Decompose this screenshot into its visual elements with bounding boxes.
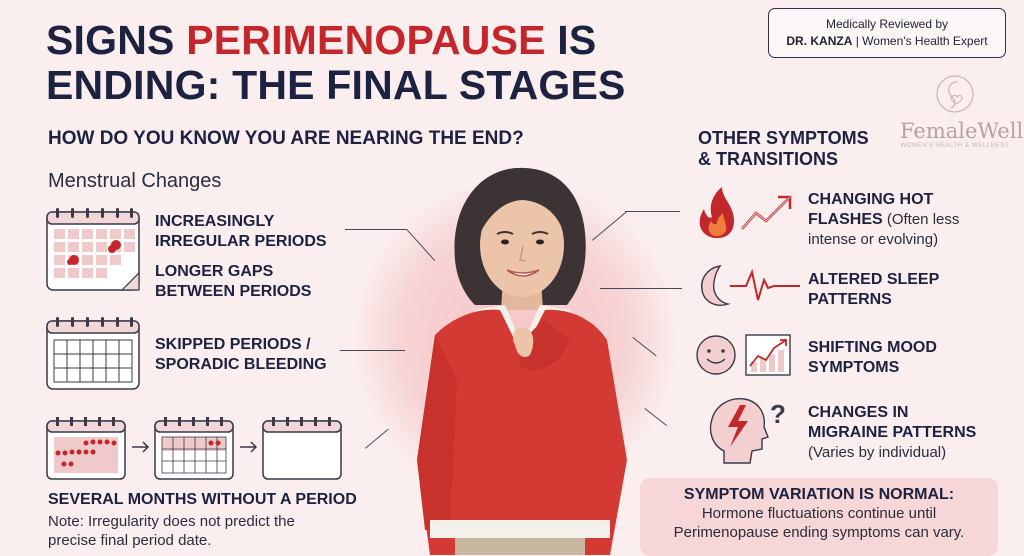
item-months-without-period: SEVERAL MONTHS WITHOUT A PERIOD: [48, 491, 357, 508]
item-skipped-periods: SKIPPED PERIODS / SPORADIC BLEEDING: [155, 336, 327, 373]
item-longer-gaps: LONGER GAPS BETWEEN PERIODS: [155, 263, 312, 300]
calendar-month1-icon: [46, 417, 126, 480]
calendar-irregular-icon: [46, 208, 140, 291]
other-symptoms-heading: OTHER SYMPTOMS & TRANSITIONS: [698, 128, 869, 169]
head-lightning-icon: ?: [709, 398, 786, 464]
logo-name: FemaleWell: [900, 119, 1024, 143]
item-migraine-patterns: CHANGES IN MIGRAINE PATTERNS (Varies by …: [808, 404, 977, 461]
arrow-right-icon: [132, 441, 150, 453]
connector-line: [365, 428, 389, 449]
calendar-skipped-icon: [46, 317, 140, 390]
irregularity-note: Note: Irregularity does not predict the …: [48, 513, 295, 549]
svg-text:?: ?: [770, 399, 786, 429]
reviewer-badge: Medically Reviewed by DR. KANZA | Women'…: [768, 8, 1006, 58]
smiley-chart-icon: [696, 334, 791, 376]
connector-line: [345, 229, 407, 230]
calendar-empty-icon: [262, 417, 342, 480]
brand-logo: FemaleWell WOMEN'S HEALTH & WELLNESS: [900, 72, 1024, 167]
connector-line: [600, 288, 682, 289]
logo-tagline: WOMEN'S HEALTH & WELLNESS: [900, 143, 1010, 149]
menstrual-heading: Menstrual Changes: [48, 170, 222, 192]
item-irregular-periods: INCREASINGLY IRREGULAR PERIODS: [155, 213, 327, 250]
item-hot-flashes: CHANGING HOT FLASHES (Often less intense…: [808, 191, 960, 248]
arrow-right-icon: [240, 441, 258, 453]
connector-line: [625, 211, 680, 212]
item-mood-symptoms: SHIFTING MOOD SYMPTOMS: [808, 339, 937, 376]
subtitle: HOW DO YOU KNOW YOU ARE NEARING THE END?: [48, 128, 524, 149]
symptom-variation-box: SYMPTOM VARIATION IS NORMAL: Hormone flu…: [640, 478, 998, 556]
title-part2: IS: [545, 17, 597, 63]
variation-title: SYMPTOM VARIATION IS NORMAL:: [683, 486, 955, 503]
item-sleep-patterns: ALTERED SLEEP PATTERNS: [808, 271, 940, 308]
badge-line1: Medically Reviewed by: [825, 17, 949, 31]
badge-name: DR. KANZA: [786, 34, 853, 48]
logo-icon: [936, 75, 974, 113]
badge-role: Women's Health Expert: [862, 34, 988, 48]
calendar-month2-icon: [154, 417, 234, 480]
woman-illustration: [417, 167, 627, 555]
title-part1: SIGNS: [46, 17, 187, 63]
page-title: SIGNS PERIMENOPAUSE IS ENDING: THE FINAL…: [46, 18, 626, 108]
flame-trend-icon: [699, 187, 792, 239]
title-highlight: PERIMENOPAUSE: [186, 17, 546, 63]
moon-heartbeat-icon: [701, 265, 800, 306]
connector-line: [340, 350, 405, 351]
title-line2: ENDING: THE FINAL STAGES: [46, 62, 626, 108]
